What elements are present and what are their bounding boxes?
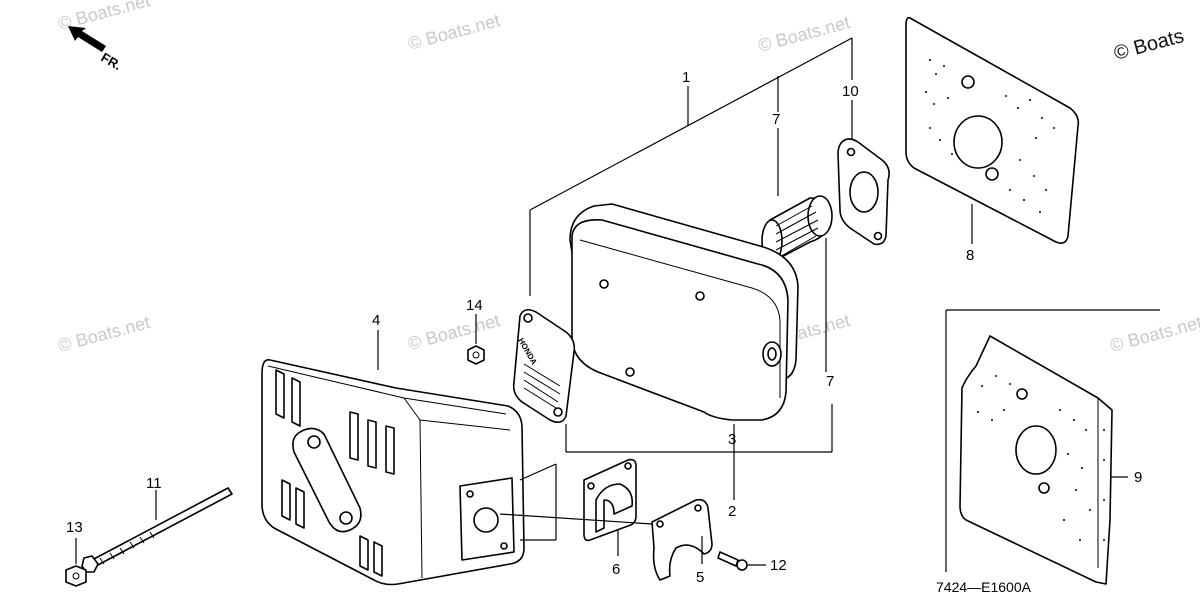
part-1-leader [529, 37, 853, 296]
watermark-7: © Boats.net [1108, 312, 1200, 356]
part-5-exhaust-deflector [651, 498, 713, 581]
part-6-exhaust-guide [583, 458, 637, 542]
part-3-leader [565, 404, 833, 500]
part-12-screw [717, 551, 748, 571]
part-10-gasket [837, 138, 890, 246]
watermark-corner: © Boats [1112, 25, 1187, 65]
part-13-nut [65, 565, 87, 587]
part-14-nut [467, 345, 485, 365]
label-part-13: 13 [66, 519, 83, 536]
label-part-5: 5 [696, 569, 704, 586]
front-arrow-icon [68, 26, 106, 52]
diagram-code: 7424—E1600A [936, 579, 1032, 595]
label-part-2: 2 [728, 503, 736, 520]
watermark-3: © Boats.net [756, 12, 852, 56]
label-part-11: 11 [146, 475, 162, 492]
watermark-4: © Boats.net [56, 312, 152, 356]
label-part-10: 10 [842, 83, 859, 100]
part-8-insulator-plate [905, 16, 1080, 244]
label-part-1: 1 [682, 69, 690, 86]
part-9-frame [945, 309, 1160, 572]
part-4-muffler-protector [261, 358, 525, 586]
label-part-7-top: 7 [772, 111, 780, 128]
label-part-4: 4 [372, 312, 380, 329]
part-11-bolt [81, 487, 233, 573]
label-part-14: 14 [466, 297, 483, 314]
part-3-muffler [569, 203, 799, 421]
part-1-exhaust-plate: HONDA [512, 308, 576, 424]
label-part-12: 12 [770, 557, 787, 574]
front-direction-indicator: FR. [68, 26, 124, 73]
label-part-7-bottom: 7 [826, 373, 834, 390]
label-part-9: 9 [1134, 469, 1142, 486]
watermark-2: © Boats.net [406, 10, 502, 54]
label-part-8: 8 [966, 247, 974, 264]
label-part-3: 3 [728, 431, 736, 448]
front-direction-label: FR. [99, 50, 125, 73]
part-9-insulator-plate [959, 335, 1113, 585]
label-part-6: 6 [612, 561, 620, 578]
watermark-5: © Boats.net [406, 310, 502, 354]
